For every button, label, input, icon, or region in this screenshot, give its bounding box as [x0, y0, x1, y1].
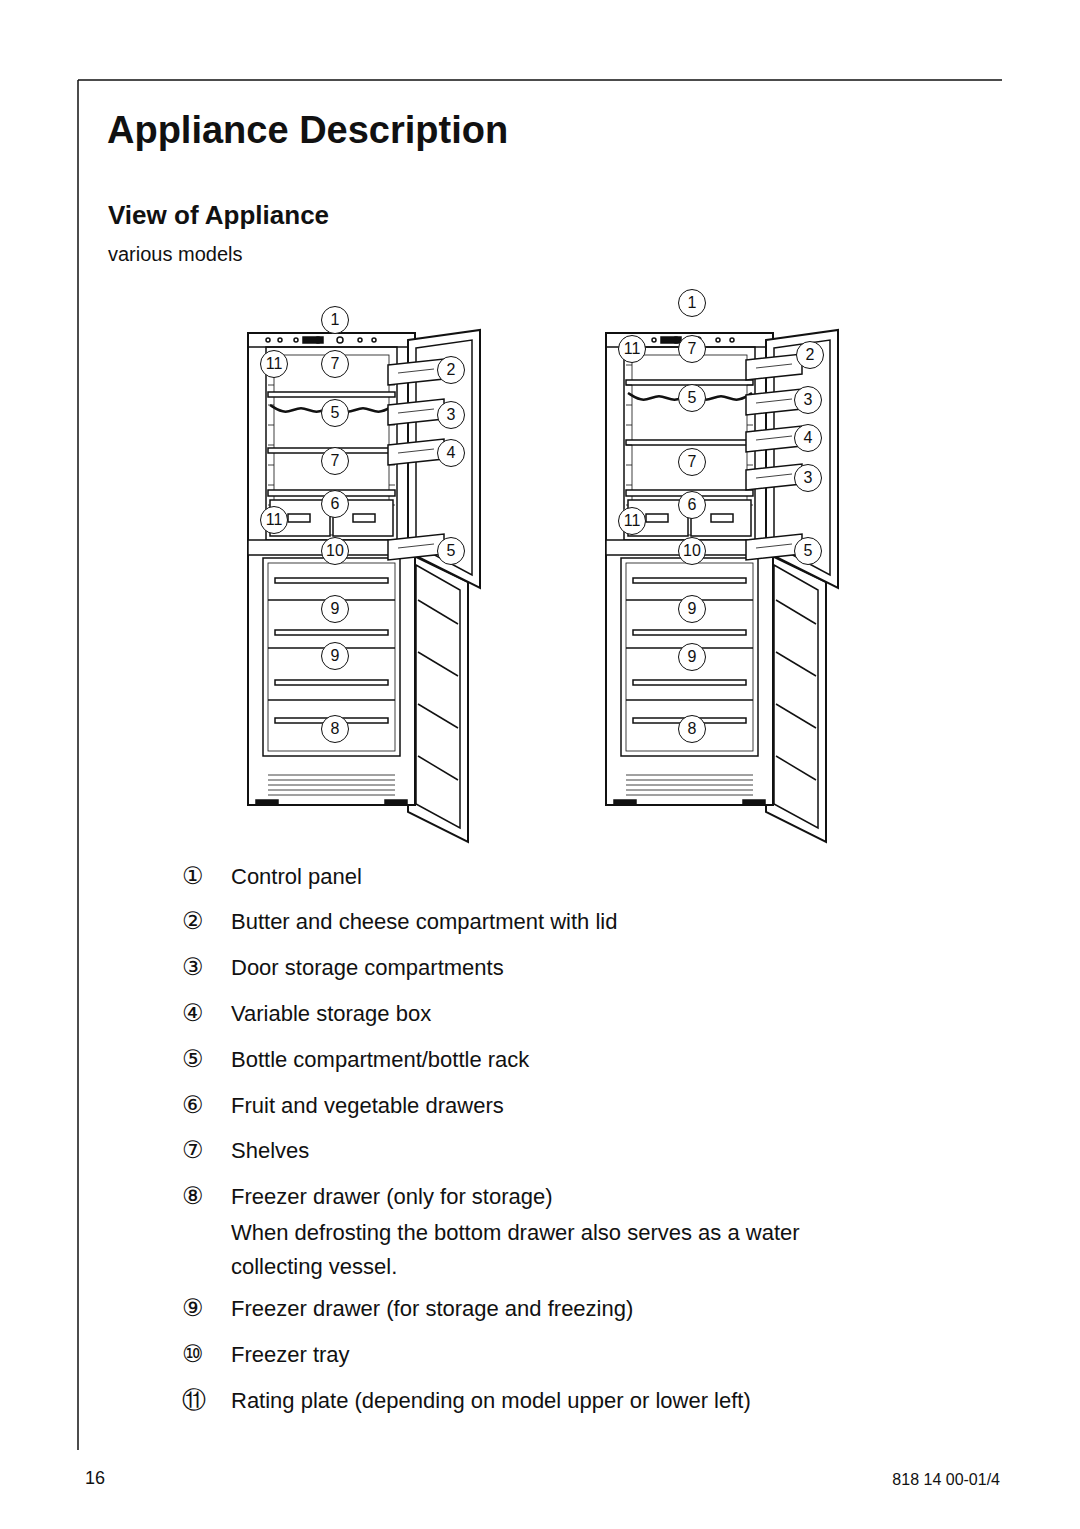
- callout-text: 11: [624, 341, 641, 357]
- callout-number: 10: [678, 537, 706, 565]
- legend-text: Freezer tray: [231, 1342, 350, 1368]
- legend-number: ①: [182, 862, 204, 891]
- callout-text: 8: [331, 721, 340, 737]
- callout-text: 9: [688, 601, 697, 617]
- legend-number: ⑨: [182, 1294, 204, 1323]
- callout-text: 6: [331, 496, 340, 512]
- legend-text: Rating plate (depending on model upper o…: [231, 1388, 751, 1414]
- callout-text: 4: [447, 445, 456, 461]
- callout-text: 11: [266, 512, 283, 528]
- legend-number: ③: [182, 953, 204, 982]
- callout-text: 4: [804, 430, 813, 446]
- margin-rule: [77, 80, 79, 1450]
- callout-number: 7: [678, 448, 706, 476]
- legend-number: ⑤: [182, 1045, 204, 1074]
- callout-text: 11: [624, 513, 641, 529]
- callout-number: 2: [796, 341, 824, 369]
- fridge-freezer: [606, 330, 838, 842]
- page-title: Appliance Description: [107, 108, 508, 154]
- callout-text: 9: [331, 601, 340, 617]
- callout-number: 11: [260, 350, 288, 378]
- page-number: 16: [85, 1468, 105, 1490]
- callout-text: 5: [331, 405, 340, 421]
- callout-text: 10: [326, 543, 344, 559]
- callout-text: 6: [688, 497, 697, 513]
- callout-text: 9: [331, 648, 340, 664]
- callout-number: 9: [321, 642, 349, 670]
- fridge-freezer: [248, 330, 480, 842]
- header-rule: [78, 79, 1002, 81]
- section-heading: View of Appliance: [108, 200, 329, 231]
- callout-text: 7: [688, 454, 697, 470]
- callout-number: 9: [321, 595, 349, 623]
- legend-number: ⑪: [182, 1386, 206, 1415]
- callout-text: 7: [331, 453, 340, 469]
- callout-number: 10: [321, 537, 349, 565]
- callout-text: 11: [266, 356, 283, 372]
- legend-text: Variable storage box: [231, 1001, 431, 1027]
- callout-text: 2: [447, 362, 456, 378]
- callout-number: 7: [321, 350, 349, 378]
- callout-number: 5: [321, 399, 349, 427]
- callout-text: 3: [804, 392, 813, 408]
- callout-text: 9: [688, 649, 697, 665]
- callout-text: 3: [804, 470, 813, 486]
- callout-number: 4: [794, 424, 822, 452]
- callout-number: 6: [678, 491, 706, 519]
- legend-number: ②: [182, 907, 204, 936]
- note: various models: [108, 242, 243, 266]
- callout-text: 7: [331, 356, 340, 372]
- callout-number: 11: [260, 506, 288, 534]
- callout-text: 5: [688, 390, 697, 406]
- callout-text: 5: [804, 543, 813, 559]
- legend-number: ⑩: [182, 1340, 204, 1369]
- callout-number: 7: [678, 335, 706, 363]
- legend-number: ④: [182, 999, 204, 1028]
- callout-text: 3: [447, 407, 456, 423]
- callout-number: 8: [678, 715, 706, 743]
- callout-text: 2: [806, 347, 815, 363]
- legend-text: Butter and cheese compartment with lid: [231, 909, 617, 935]
- legend-number: ⑦: [182, 1136, 204, 1165]
- legend-note: When defrosting the bottom drawer also s…: [231, 1216, 891, 1284]
- callout-number: 9: [678, 643, 706, 671]
- callout-text: 7: [688, 341, 697, 357]
- callout-number: 8: [321, 715, 349, 743]
- callout-number: 5: [678, 384, 706, 412]
- callout-number: 6: [321, 490, 349, 518]
- legend-number: ⑥: [182, 1091, 204, 1120]
- callout-number: 11: [618, 335, 646, 363]
- callout-number: 1: [678, 289, 706, 317]
- legend-text: Bottle compartment/bottle rack: [231, 1047, 529, 1073]
- callout-number: 5: [794, 537, 822, 565]
- legend-text: Freezer drawer (for storage and freezing…: [231, 1296, 633, 1322]
- callout-text: 1: [331, 312, 340, 328]
- callout-text: 10: [683, 543, 701, 559]
- callout-number: 3: [437, 401, 465, 429]
- legend-number: ⑧: [182, 1182, 204, 1211]
- callout-text: 8: [688, 721, 697, 737]
- callout-number: 1: [321, 306, 349, 334]
- legend-text: Door storage compartments: [231, 955, 504, 981]
- callout-text: 5: [447, 543, 456, 559]
- callout-number: 4: [437, 439, 465, 467]
- callout-number: 7: [321, 447, 349, 475]
- callout-number: 2: [437, 356, 465, 384]
- callout-number: 3: [794, 464, 822, 492]
- callout-number: 5: [437, 537, 465, 565]
- legend-text: Control panel: [231, 864, 362, 890]
- callout-number: 9: [678, 595, 706, 623]
- document-code: 818 14 00-01/4: [892, 1470, 1000, 1489]
- legend-text: Freezer drawer (only for storage): [231, 1184, 553, 1210]
- callout-number: 11: [618, 507, 646, 535]
- callout-number: 3: [794, 386, 822, 414]
- callout-text: 1: [688, 295, 697, 311]
- legend-text: Fruit and vegetable drawers: [231, 1093, 504, 1119]
- legend-text: Shelves: [231, 1138, 309, 1164]
